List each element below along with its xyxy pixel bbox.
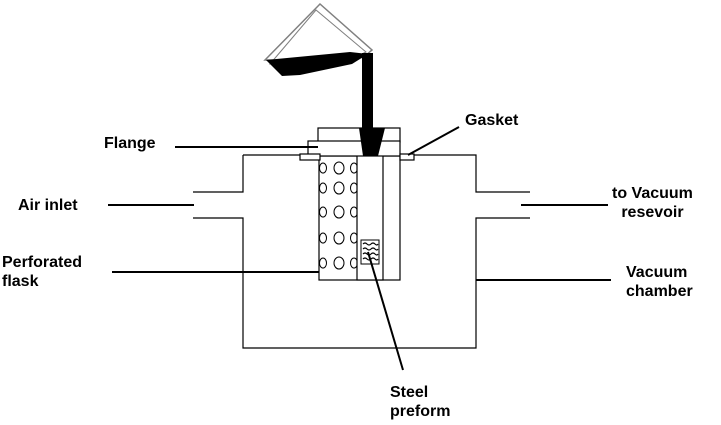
steel-preform-line2: preform <box>390 403 451 420</box>
steel-preform-label: Steel preform <box>390 383 450 421</box>
steel-preform-leader <box>367 251 404 371</box>
to-vacuum-reservoir-label: to Vacuum resevoir <box>612 184 693 222</box>
perforated-flask-line1: Perforated <box>2 254 83 271</box>
metal-stream <box>362 53 373 130</box>
vacuum-chamber <box>193 154 530 349</box>
leader-lines <box>108 126 611 371</box>
flange-label: Flange <box>104 135 156 152</box>
gasket-label: Gasket <box>465 112 519 129</box>
perforated-flask-line2: flask <box>2 273 39 290</box>
gasket <box>359 128 385 156</box>
air-inlet-label: Air inlet <box>18 197 78 214</box>
steel-preform <box>360 239 380 265</box>
gasket-leader <box>407 126 460 156</box>
flange-plates <box>299 127 415 161</box>
steel-preform-line1: Steel <box>390 384 429 401</box>
perforated-flask-label: Perforated flask <box>2 253 82 291</box>
vacuum-chamber-label: Vacuum chamber <box>626 263 693 301</box>
to-vacuum-reservoir-line1: to Vacuum <box>612 185 693 202</box>
pouring-ladle <box>263 2 374 76</box>
vacuum-chamber-line1: Vacuum <box>626 264 688 281</box>
vacuum-chamber-line2: chamber <box>626 283 693 300</box>
to-vacuum-reservoir-line2: resevoir <box>621 204 684 221</box>
